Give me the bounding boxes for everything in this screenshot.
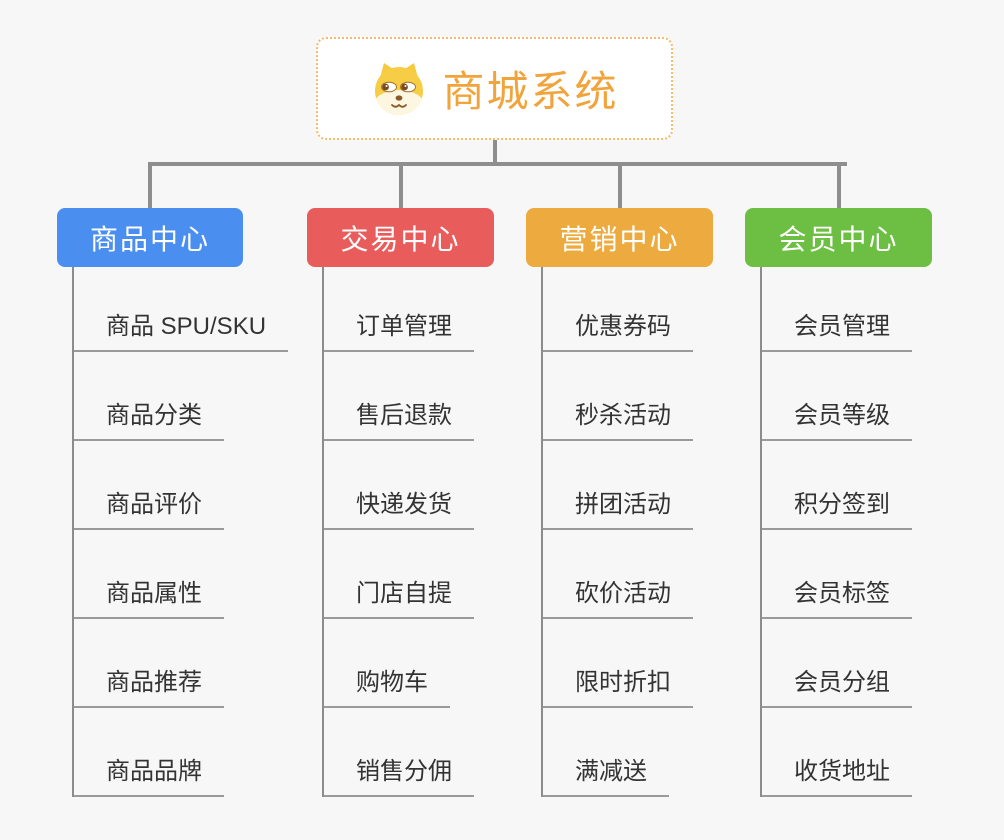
child-item[interactable]: 砍价活动 (543, 530, 693, 619)
child-item-label: 订单管理 (356, 313, 452, 340)
child-item[interactable]: 秒杀活动 (543, 352, 693, 441)
child-item-label: 拼团活动 (575, 491, 671, 518)
branch-children-column: 会员管理会员等级积分签到会员标签会员分组收货地址 (760, 267, 912, 797)
child-item[interactable]: 门店自提 (324, 530, 474, 619)
child-item-label: 优惠券码 (575, 313, 671, 340)
connector-bus (148, 162, 847, 166)
child-item-label: 秒杀活动 (575, 402, 671, 429)
child-item[interactable]: 商品评价 (74, 441, 224, 530)
branch-box-0[interactable]: 商品中心 (57, 208, 243, 267)
child-item-label: 快递发货 (356, 491, 452, 518)
connector-branch-drop (399, 164, 403, 208)
connector-branch-drop (618, 164, 622, 208)
branch-children-column: 订单管理售后退款快递发货门店自提购物车销售分佣 (322, 267, 474, 797)
child-item[interactable]: 限时折扣 (543, 619, 693, 708)
child-item[interactable]: 会员标签 (762, 530, 912, 619)
child-item-label: 商品分类 (106, 402, 202, 429)
child-item-label: 门店自提 (356, 580, 452, 607)
child-item-label: 商品 SPU/SKU (106, 313, 267, 340)
child-item[interactable]: 商品推荐 (74, 619, 224, 708)
root-node[interactable]: 商城系统 (316, 37, 673, 140)
child-item-label: 收货地址 (794, 758, 890, 785)
child-item-label: 商品评价 (106, 491, 202, 518)
connector-root-drop (493, 140, 497, 166)
branch-box-3[interactable]: 会员中心 (745, 208, 932, 267)
child-item-label: 砍价活动 (575, 580, 671, 607)
child-item[interactable]: 商品分类 (74, 352, 224, 441)
branch-box-1[interactable]: 交易中心 (307, 208, 494, 267)
root-title: 商城系统 (442, 68, 619, 115)
child-item-label: 商品推荐 (106, 669, 202, 696)
child-item-label: 销售分佣 (356, 758, 452, 785)
child-item[interactable]: 销售分佣 (324, 708, 474, 797)
child-item-label: 商品品牌 (106, 758, 202, 785)
child-item[interactable]: 满减送 (543, 708, 669, 797)
child-item-label: 满减送 (575, 758, 647, 785)
dog-icon (375, 62, 424, 115)
child-item[interactable]: 订单管理 (324, 267, 474, 352)
child-item[interactable]: 优惠券码 (543, 267, 693, 352)
child-item-label: 会员等级 (794, 402, 890, 429)
child-item[interactable]: 会员等级 (762, 352, 912, 441)
child-item-label: 会员标签 (794, 580, 890, 607)
child-item[interactable]: 商品 SPU/SKU (74, 267, 289, 352)
child-item[interactable]: 收货地址 (762, 708, 912, 797)
connector-branch-drop (148, 164, 152, 208)
child-item-label: 购物车 (356, 669, 428, 696)
branch-children-column: 商品 SPU/SKU 商品分类商品评价商品属性商品推荐商品品牌 (72, 267, 289, 797)
child-item-label: 售后退款 (356, 402, 452, 429)
child-item[interactable]: 拼团活动 (543, 441, 693, 530)
child-item-label: 积分签到 (794, 491, 890, 518)
child-item[interactable]: 售后退款 (324, 352, 474, 441)
child-item[interactable]: 会员管理 (762, 267, 912, 352)
child-item-label: 会员分组 (794, 669, 890, 696)
child-item-label: 会员管理 (794, 313, 890, 340)
child-item[interactable]: 会员分组 (762, 619, 912, 708)
child-item[interactable]: 商品属性 (74, 530, 224, 619)
connector-branch-drop (837, 164, 841, 208)
branch-children-column: 优惠券码秒杀活动拼团活动砍价活动限时折扣满减送 (541, 267, 693, 797)
child-item[interactable]: 积分签到 (762, 441, 912, 530)
child-item[interactable]: 购物车 (324, 619, 450, 708)
branch-box-2[interactable]: 营销中心 (526, 208, 713, 267)
child-item-label: 限时折扣 (575, 669, 671, 696)
child-item-label: 商品属性 (106, 580, 202, 607)
child-item[interactable]: 快递发货 (324, 441, 474, 530)
child-item[interactable]: 商品品牌 (74, 708, 224, 797)
